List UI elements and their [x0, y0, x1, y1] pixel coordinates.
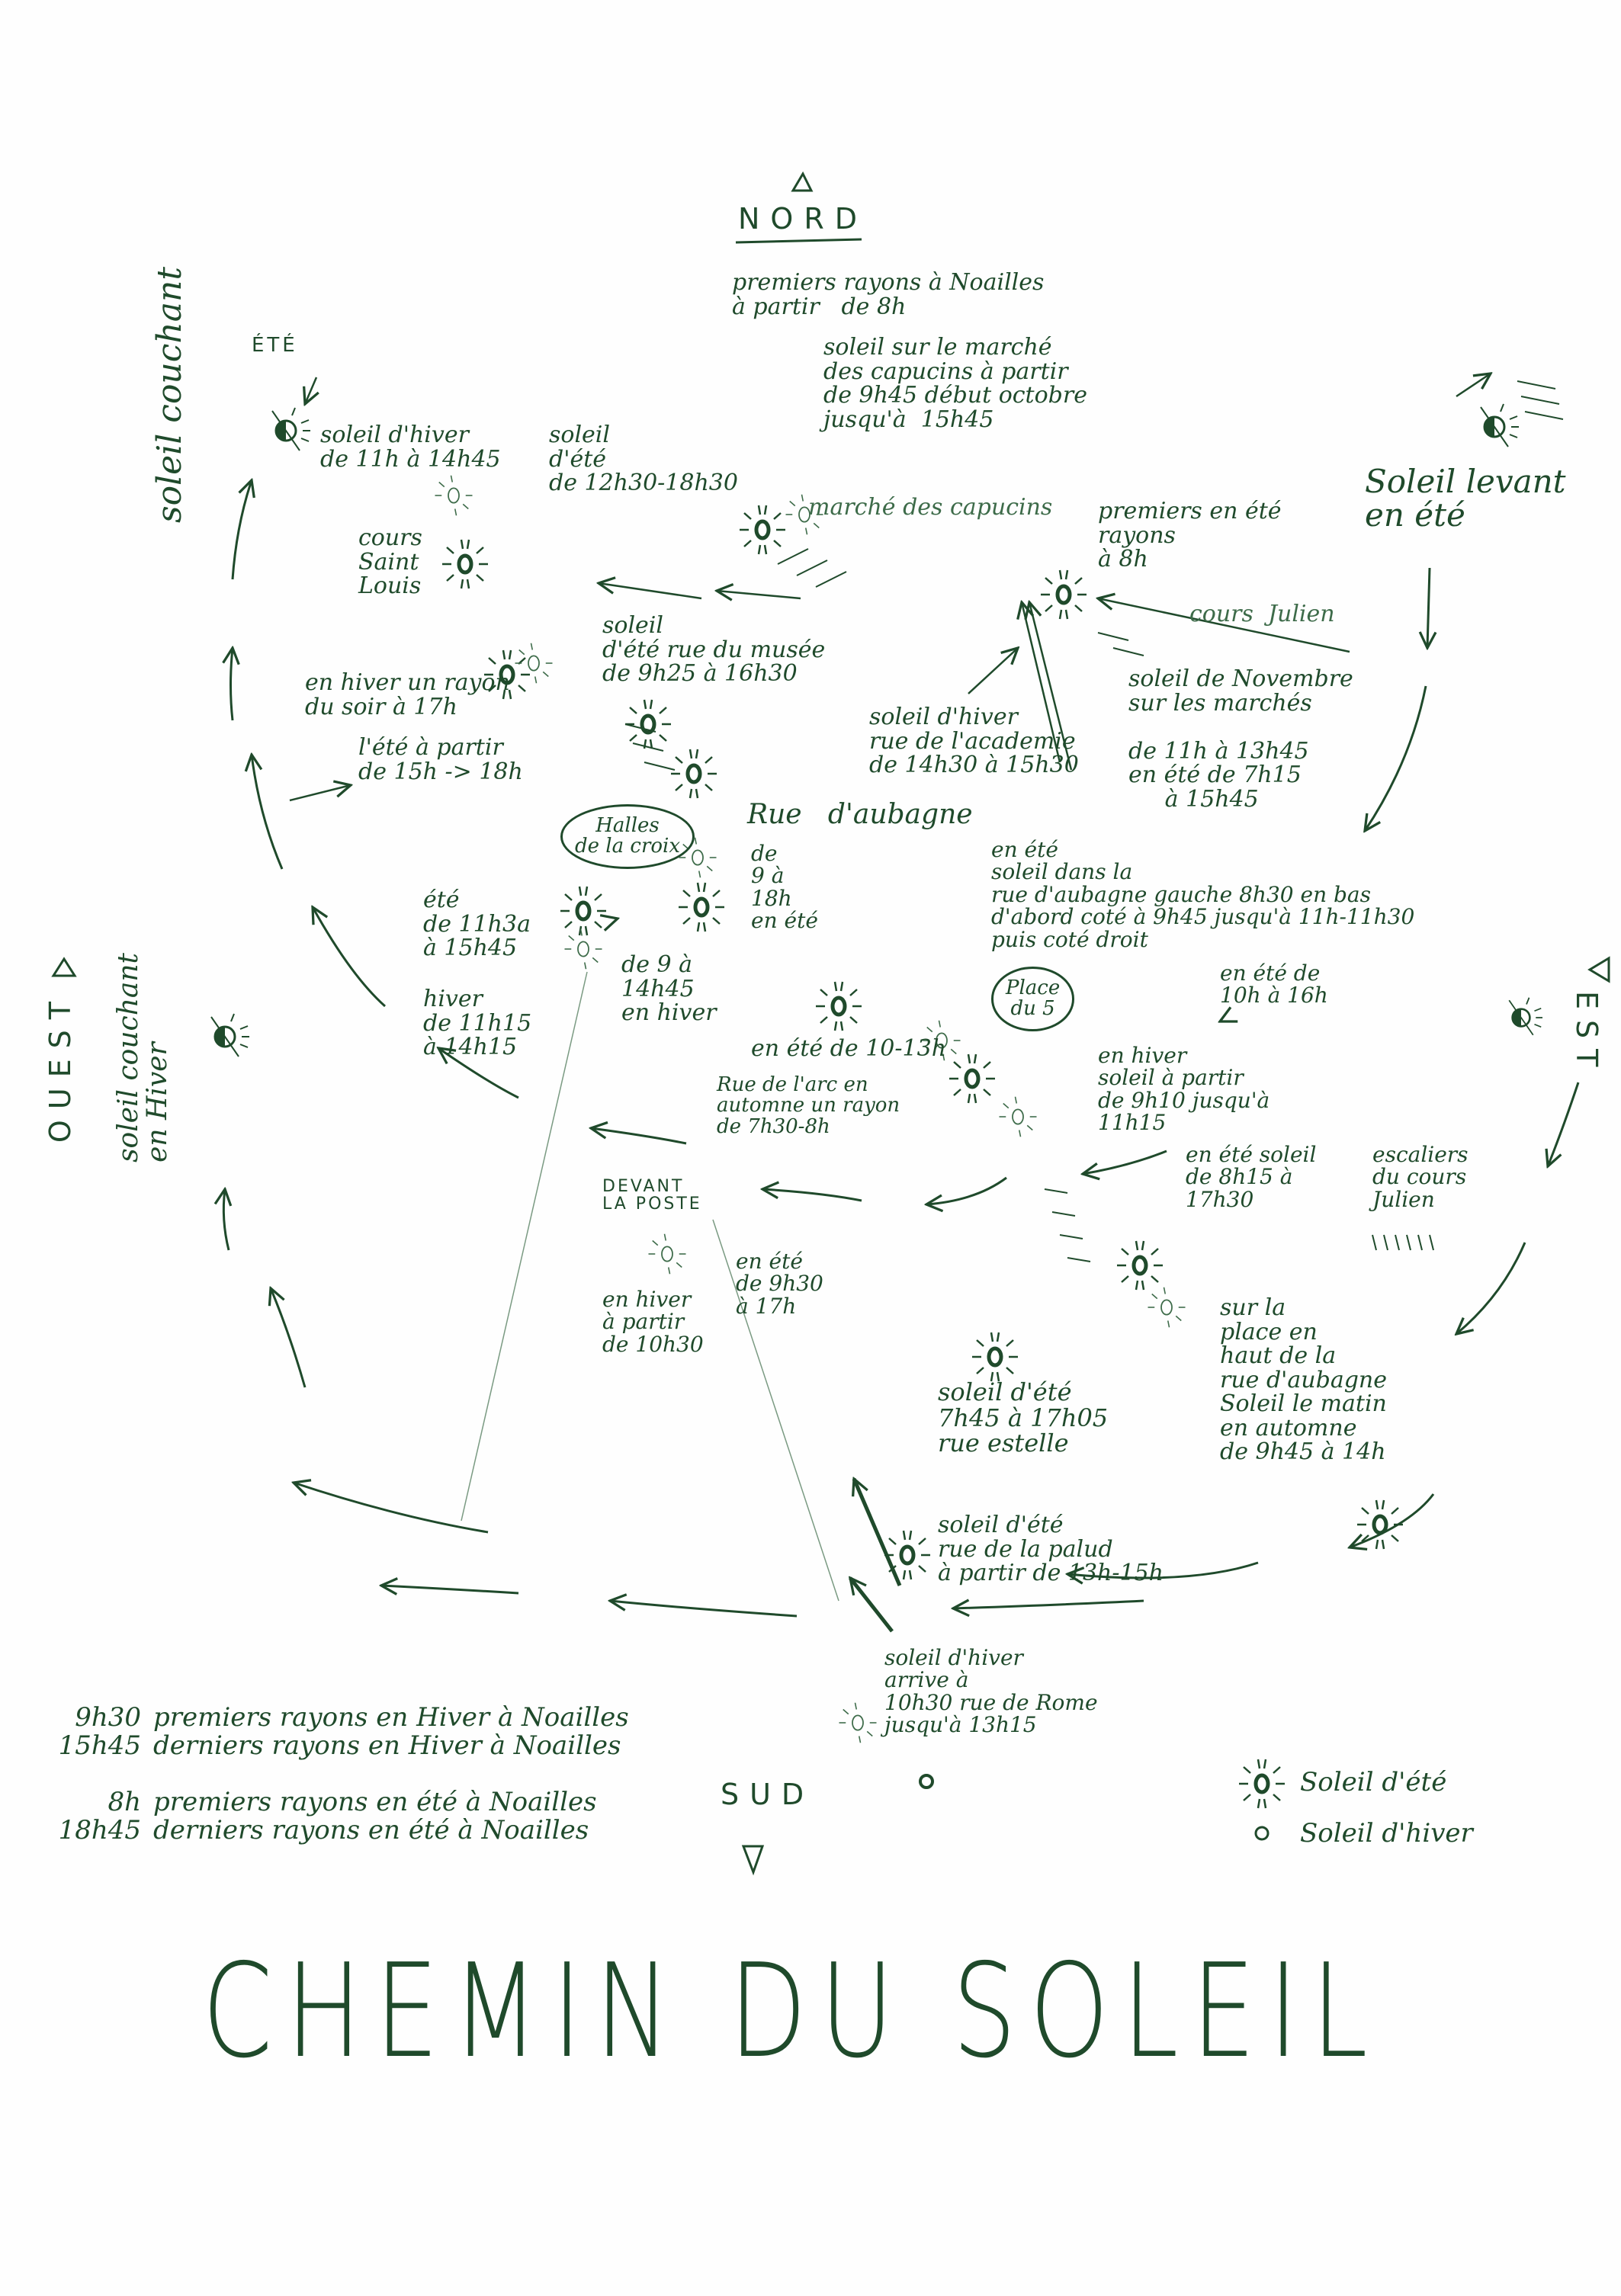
winter-sun-icon [998, 1095, 1038, 1138]
west-arrow-icon [51, 957, 77, 977]
sunrise-east-icon [1507, 996, 1544, 1037]
label-first-rays-noailles: premiers rayons à Noailles à partir de 8… [732, 269, 1045, 320]
label-escaliers-cours-julien: escaliers du cours Julien [1372, 1142, 1469, 1212]
summer-sun-icon [949, 1054, 995, 1103]
winter-sun-icon [434, 474, 473, 517]
note-text: derniers rayons en été à Noailles [153, 1815, 589, 1846]
east-arrow-icon [1587, 956, 1610, 983]
label-cours-julien: cours Julien [1189, 601, 1335, 627]
summer-sun-icon [442, 540, 488, 588]
label-first-rays-summer: premiers en été rayons à 8h [1098, 498, 1282, 572]
winter-sun-icon [514, 642, 554, 685]
note-time: 18h45 [58, 1815, 141, 1846]
label-sunset-summer-season: ÉTÉ [252, 334, 298, 357]
winter-sun-icon [647, 1233, 687, 1275]
summer-sun-icon [884, 1531, 930, 1579]
legend-winter-label: Soleil d'hiver [1300, 1818, 1473, 1849]
summer-sun-icon [1117, 1241, 1163, 1290]
winter-sun-icon [838, 1701, 878, 1744]
note-time: 9h30 [75, 1702, 141, 1733]
label-winter-910-1115: en hiver soleil à partir de 9h10 jusqu'à… [1098, 1043, 1270, 1136]
summer-sun-icon [625, 700, 671, 749]
label-summer-10-13: en été de 10-13h [751, 1035, 947, 1062]
sunrise-summer-icon [1479, 402, 1520, 448]
label-summer-930-17: en été de 9h30 à 17h [736, 1249, 823, 1319]
winter-sun-markers [434, 474, 1186, 1789]
label-sunset-winter: soleil couchant en Hiver [113, 953, 173, 1162]
label-rue-aubagne: Rue d'aubagne [747, 799, 973, 830]
label-halles-de-la-croix: Halles de la croix [560, 804, 695, 869]
label-summer-9-18: de 9 à 18h en été [751, 841, 818, 934]
summer-sun-icon [972, 1332, 1018, 1381]
label-devant-la-poste: DEVANT LA POSTE [602, 1177, 702, 1214]
note-time: 8h [108, 1786, 141, 1817]
north-underline [735, 238, 862, 244]
summer-sun-icon [1041, 570, 1087, 619]
label-capucins-market: soleil sur le marché des capucins à part… [823, 334, 1087, 433]
label-rue-arc: Rue de l'arc en automne un rayon de 7h30… [717, 1073, 900, 1138]
label-sunrise-summer: Soleil levant en été [1365, 463, 1566, 534]
note-text: derniers rayons en Hiver à Noailles [153, 1730, 621, 1762]
outer-sun-path-arrows [223, 480, 1580, 1618]
legend-summer-sun-icon [1239, 1759, 1285, 1808]
south-arrow-icon [741, 1845, 765, 1876]
page-title: CHEMIN DU SOLEIL [202, 1936, 1381, 2087]
label-rue-de-rome: soleil d'hiver arrive à 10h30 rue de Rom… [884, 1645, 1098, 1738]
label-summer-15-18: l'été à partir de 15h -> 18h [358, 734, 523, 785]
compass-north: NORD [738, 202, 868, 236]
label-summer-1230-1830: soleil d'été de 12h30-18h30 [549, 422, 738, 496]
thin-guide-lines [461, 971, 839, 1602]
compass-south: SUD [721, 1778, 815, 1811]
note-row: 8h premiers rayons en été à Noailles [57, 1788, 629, 1817]
sunset-winter-icon [210, 1012, 251, 1058]
note-row: 15h45 derniers rayons en Hiver à Noailles [57, 1730, 629, 1762]
sunset-summer-icon [271, 406, 312, 452]
label-cours-saint-louis: cours Saint Louis [358, 524, 422, 599]
label-rue-academie: soleil d'hiver rue de l'academie de 14h3… [869, 704, 1079, 778]
note-row: 18h45 derniers rayons en été à Noailles [57, 1815, 629, 1846]
winter-sun-icon [919, 1774, 934, 1789]
label-place-du-5: Place du 5 [991, 967, 1075, 1031]
legend-summer-label: Soleil d'été [1300, 1767, 1447, 1797]
label-summer-1130-1545: été de 11h3a à 15h45 [423, 887, 531, 961]
winter-sun-icon [1147, 1286, 1186, 1329]
note-row: 9h30 premiers rayons en Hiver à Noailles [57, 1702, 629, 1733]
label-november-stairs: soleil de Novembre sur les marchés de 11… [1128, 665, 1353, 813]
summer-sun-icon [560, 887, 606, 935]
label-rue-palud: soleil d'été rue de la palud à partir de… [938, 1512, 1164, 1586]
label-winter-9-1445: de 9 à 14h45 en hiver [621, 951, 717, 1026]
label-marche-capucins: marché des capucins [808, 494, 1053, 521]
label-aubagne-summer: en été soleil dans la rue d'aubagne gauc… [991, 837, 1415, 952]
winter-sun-icon [563, 928, 603, 970]
legend-winter-sun-icon [1254, 1826, 1270, 1841]
label-rue-estelle: soleil d'été 7h45 à 17h05 rue estelle [938, 1377, 1109, 1458]
summer-sun-icon [816, 982, 862, 1031]
inner-sun-path-arrows [289, 374, 1491, 1633]
note-time: 15h45 [58, 1730, 141, 1762]
label-winter-from-1030: en hiver à partir de 10h30 [602, 1287, 704, 1357]
label-summer-10-16: en été de 10h à 16h [1220, 960, 1328, 1009]
note-text: premiers rayons en été à Noailles [153, 1786, 597, 1817]
label-winter-11-1445: soleil d'hiver de 11h à 14h45 [320, 422, 501, 473]
label-winter-ray-evening: en hiver un rayon du soir à 17h [305, 669, 510, 720]
label-summer-815-1730: en été soleil de 8h15 à 17h30 [1186, 1142, 1317, 1212]
summer-sun-icon [740, 505, 785, 554]
label-sunset-summer: soleil couchant [150, 267, 189, 524]
label-rue-musee: soleil d'été rue du musée de 9h25 à 16h3… [602, 612, 826, 687]
summer-sun-icon [679, 883, 724, 932]
compass-west: OUEST [43, 991, 77, 1143]
north-arrow-icon [791, 171, 814, 192]
compass-east: EST [1569, 991, 1603, 1078]
summer-sun-icon [671, 749, 717, 798]
note-text: premiers rayons en Hiver à Noailles [153, 1702, 629, 1733]
label-place-haut-aubagne: sur la place en haut de la rue d'aubagne… [1220, 1294, 1387, 1465]
label-winter-1115-1415: hiver de 11h15 à 14h15 [423, 986, 532, 1060]
